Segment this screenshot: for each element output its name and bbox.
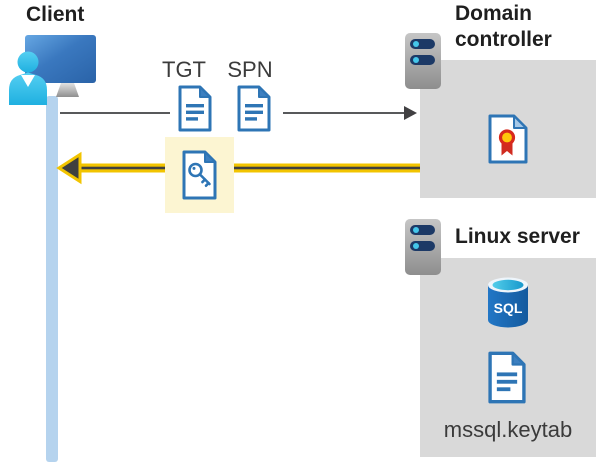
monitor-icon — [25, 35, 96, 83]
domain-controller-server-icon — [405, 33, 441, 89]
certificate-icon — [488, 114, 528, 164]
person-icon — [9, 72, 47, 105]
session-key-document-icon — [182, 150, 217, 200]
client-timeline-bar — [46, 96, 58, 462]
keytab-document-icon — [488, 351, 526, 404]
response-arrowhead-icon — [56, 151, 82, 185]
sql-database-icon: SQL — [488, 277, 528, 328]
request-arrowhead-icon — [404, 106, 417, 120]
person-head — [17, 51, 39, 73]
linux-server-icon — [405, 219, 441, 275]
domain-controller-label: Domain controller — [455, 2, 552, 51]
linux-server-label: Linux server — [455, 225, 580, 248]
monitor-stand — [56, 83, 79, 97]
spn-label: SPN — [227, 57, 273, 82]
person-collar — [21, 75, 35, 87]
key-icon — [188, 162, 211, 188]
keytab-filename-label: mssql.keytab — [443, 417, 573, 442]
request-arrow-line — [283, 112, 404, 114]
client-computer-icon — [9, 35, 96, 105]
spn-document-icon — [237, 85, 271, 132]
seal-icon — [498, 129, 516, 146]
ribbon-icon — [501, 142, 513, 156]
client-label: Client — [26, 3, 85, 26]
request-arrow-line — [60, 112, 170, 114]
response-arrow — [56, 151, 420, 185]
sql-badge-text: SQL — [494, 300, 523, 316]
tgt-document-icon — [178, 85, 212, 132]
tgt-label: TGT — [162, 57, 206, 82]
